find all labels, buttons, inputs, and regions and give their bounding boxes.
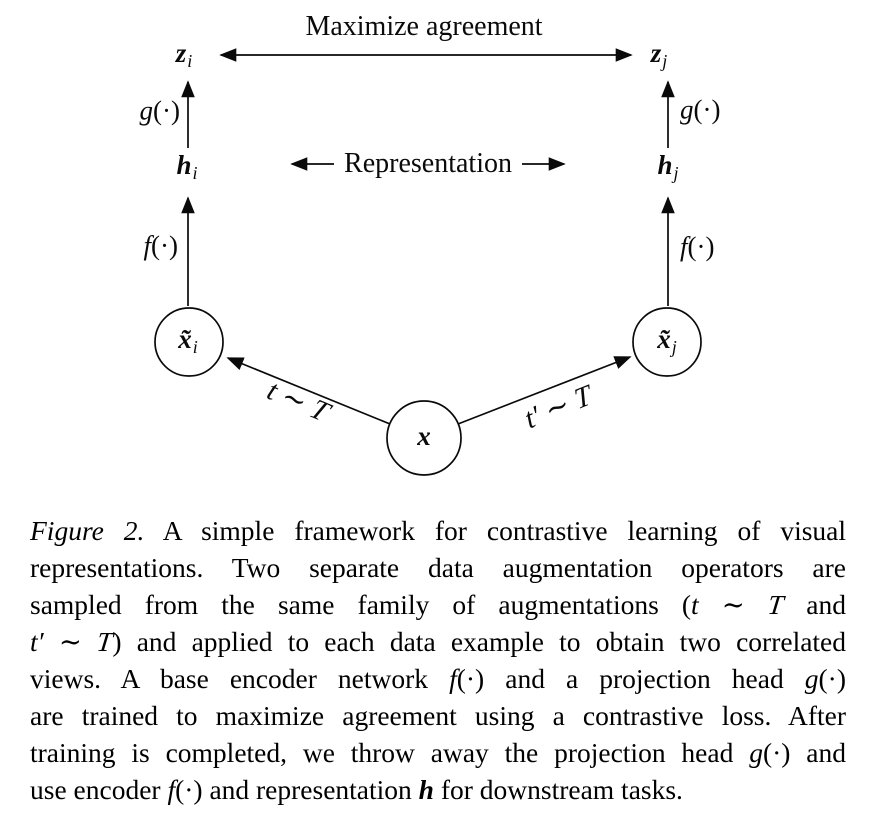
zi-subscript: i [187,51,193,72]
node-circle-x [386,400,462,476]
hj-subscript: j [673,163,679,184]
hj-symbol: h [657,149,673,180]
xj-symbol: x̃ [657,323,671,354]
label-hi: hi [176,150,197,184]
representation-label: Representation [344,148,512,179]
caption-line: training is completed, we throw away the… [30,737,846,768]
zi-symbol: z [175,37,187,68]
label-zi: zi [176,38,193,72]
caption-line: Figure 2. A simple framework for contras… [30,515,847,546]
xi-symbol: x̃ [178,323,192,354]
caption-line: t′ ∼ T) and applied to each data example… [30,626,847,657]
node-circle-xi [154,307,224,377]
simclr-framework-diagram: Maximize agreement zi zj g(·) g(·) hi Re… [139,11,721,476]
f-function-label-left: f(·) [143,230,179,261]
g-function-label-left: g(·) [139,95,180,126]
figure-caption: Figure 2. A simple framework for contras… [30,512,846,808]
label-x: x [417,421,431,453]
f-function-label-right: f(·) [680,231,715,262]
augmentation-arrow-left [226,357,391,425]
node-circle-xj [632,307,702,377]
hi-subscript: i [192,163,198,184]
caption-line: sampled from the same family of augmenta… [30,589,846,620]
hi-symbol: h [176,149,192,180]
label-hj: hj [657,150,678,184]
maximize-agreement-label: Maximize agreement [305,11,543,42]
xi-subscript: i [192,337,198,358]
zj-symbol: z [650,37,662,68]
caption-line: use encoder f(·) and representation h fo… [30,774,683,805]
x-symbol: x [417,421,431,451]
caption-line: views. A base encoder network f(·) and a… [30,663,846,694]
g-function-label-right: g(·) [680,94,721,125]
diagram-canvas [154,48,702,476]
label-xi: x̃i [178,324,198,358]
label-zj: zj [651,38,668,72]
label-xj: x̃j [657,324,677,358]
caption-line: representations. Two separate data augme… [30,552,846,583]
augmentation-arrow-right [457,356,632,425]
zj-subscript: j [662,51,668,72]
caption-line: are trained to maximize agreement using … [30,700,846,731]
xj-subscript: j [671,337,677,358]
